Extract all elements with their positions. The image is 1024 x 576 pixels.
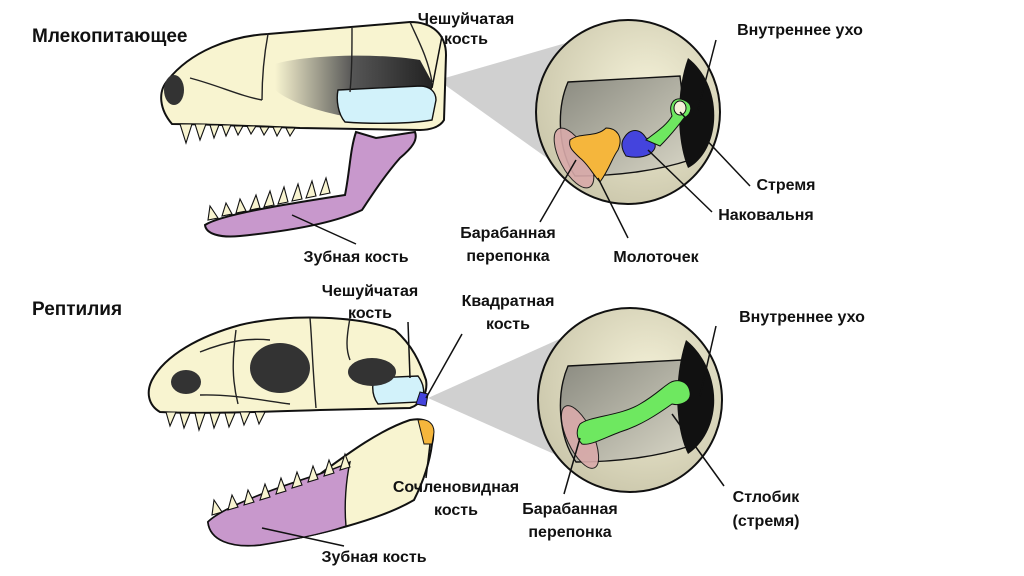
reptile-articular-label-2: кость xyxy=(434,502,478,519)
mammal-ear-magnified xyxy=(535,19,721,205)
mammal-lower-jaw xyxy=(203,130,417,238)
reptile-columella-label-2: (стремя) xyxy=(732,513,799,530)
reptile-orbit-2 xyxy=(250,343,310,393)
mammal-stapes-label: Стремя xyxy=(756,177,815,194)
reptile-ear-magnified xyxy=(537,307,723,493)
mammal-skull xyxy=(160,20,448,145)
reptile-tympanum-label-2: перепонка xyxy=(528,524,611,541)
mammal-tympanum-label-2: перепонка xyxy=(466,248,549,265)
mammal-squamosal-bone xyxy=(336,85,437,125)
mammal-tympanum-label-1: Барабанная xyxy=(460,225,555,242)
mammal-inner-ear-label: Внутреннее ухо xyxy=(737,22,863,39)
mammal-heading: Млекопитающее xyxy=(32,26,188,47)
reptile-heading: Рептилия xyxy=(32,299,122,320)
reptile-orbit-3 xyxy=(348,358,396,386)
reptile-articular-bone xyxy=(417,419,435,445)
mammal-lower-teeth xyxy=(207,176,331,221)
mammal-panel: Млекопитающее xyxy=(32,11,863,266)
mammal-orbit xyxy=(164,75,184,105)
mammal-malleus-label: Молоточек xyxy=(613,249,699,266)
reptile-articular-label-1: Сочленовидная xyxy=(393,479,519,496)
reptile-orbit-1 xyxy=(171,370,201,394)
reptile-upper-teeth xyxy=(165,411,266,432)
reptile-quadrate-bone xyxy=(415,391,429,407)
reptile-lower-jaw xyxy=(206,418,435,547)
reptile-panel: Рептилия xyxy=(32,283,865,566)
reptile-inner-ear-shape xyxy=(677,340,715,454)
reptile-skull xyxy=(147,316,429,432)
reptile-quadrate-label-2: кость xyxy=(486,316,530,333)
mammal-incus-shape xyxy=(621,130,656,158)
reptile-squamosal-label-1: Чешуйчатая xyxy=(322,283,418,300)
mammal-upper-teeth xyxy=(179,123,296,145)
mammal-squamosal-label-1: Чешуйчатая xyxy=(418,11,514,28)
mammal-malleus-shape xyxy=(569,127,621,183)
reptile-tympanum-label-1: Барабанная xyxy=(522,501,617,518)
reptile-columella-shape xyxy=(576,380,691,445)
reptile-dentary-label: Зубная кость xyxy=(321,549,426,566)
reptile-quadrate-label-1: Квадратная xyxy=(462,293,555,310)
mammal-inner-ear-shape xyxy=(679,58,715,168)
reptile-columella-label-1: Стлобик xyxy=(733,489,801,506)
reptile-inner-ear-label: Внутреннее ухо xyxy=(739,309,865,326)
mammal-incus-label: Наковальня xyxy=(718,207,814,224)
mammal-squamosal-label-2: кость xyxy=(444,31,488,48)
reptile-squamosal-label-2: кость xyxy=(348,305,392,322)
mammal-dentary-label: Зубная кость xyxy=(303,249,408,266)
reptile-lower-teeth xyxy=(211,452,351,516)
mammal-dentary-bone xyxy=(203,130,417,238)
